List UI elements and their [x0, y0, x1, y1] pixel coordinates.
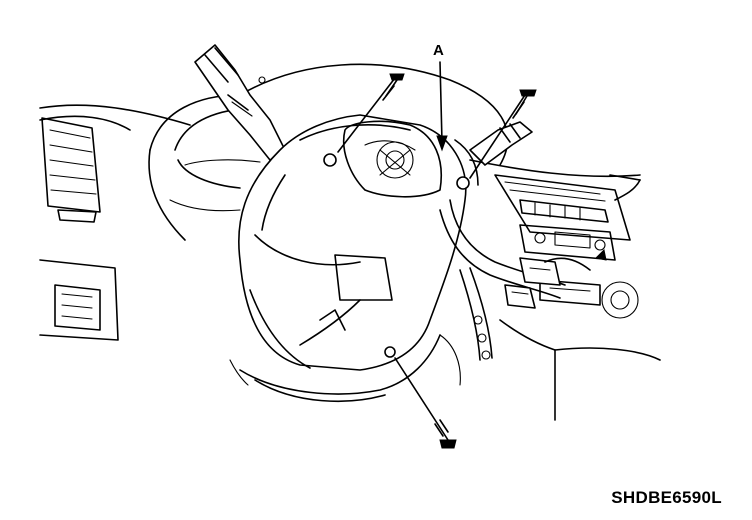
screw-lower: [394, 357, 457, 449]
combination-switch-lever: [194, 44, 286, 161]
figure-code: SHDBE6590L: [611, 488, 722, 507]
dashboard-left: [39, 104, 191, 341]
callout-a-arrow: [436, 61, 448, 152]
callout-a-label: A: [433, 42, 444, 59]
screw-upper-right: [469, 89, 537, 179]
screw-upper-left: [337, 73, 405, 153]
steering-column-cover: [237, 114, 479, 371]
wiring-harness: [439, 199, 591, 361]
dashboard-right: [469, 159, 661, 421]
combination-switch-right: [469, 121, 533, 166]
lower-trim: [229, 334, 461, 403]
